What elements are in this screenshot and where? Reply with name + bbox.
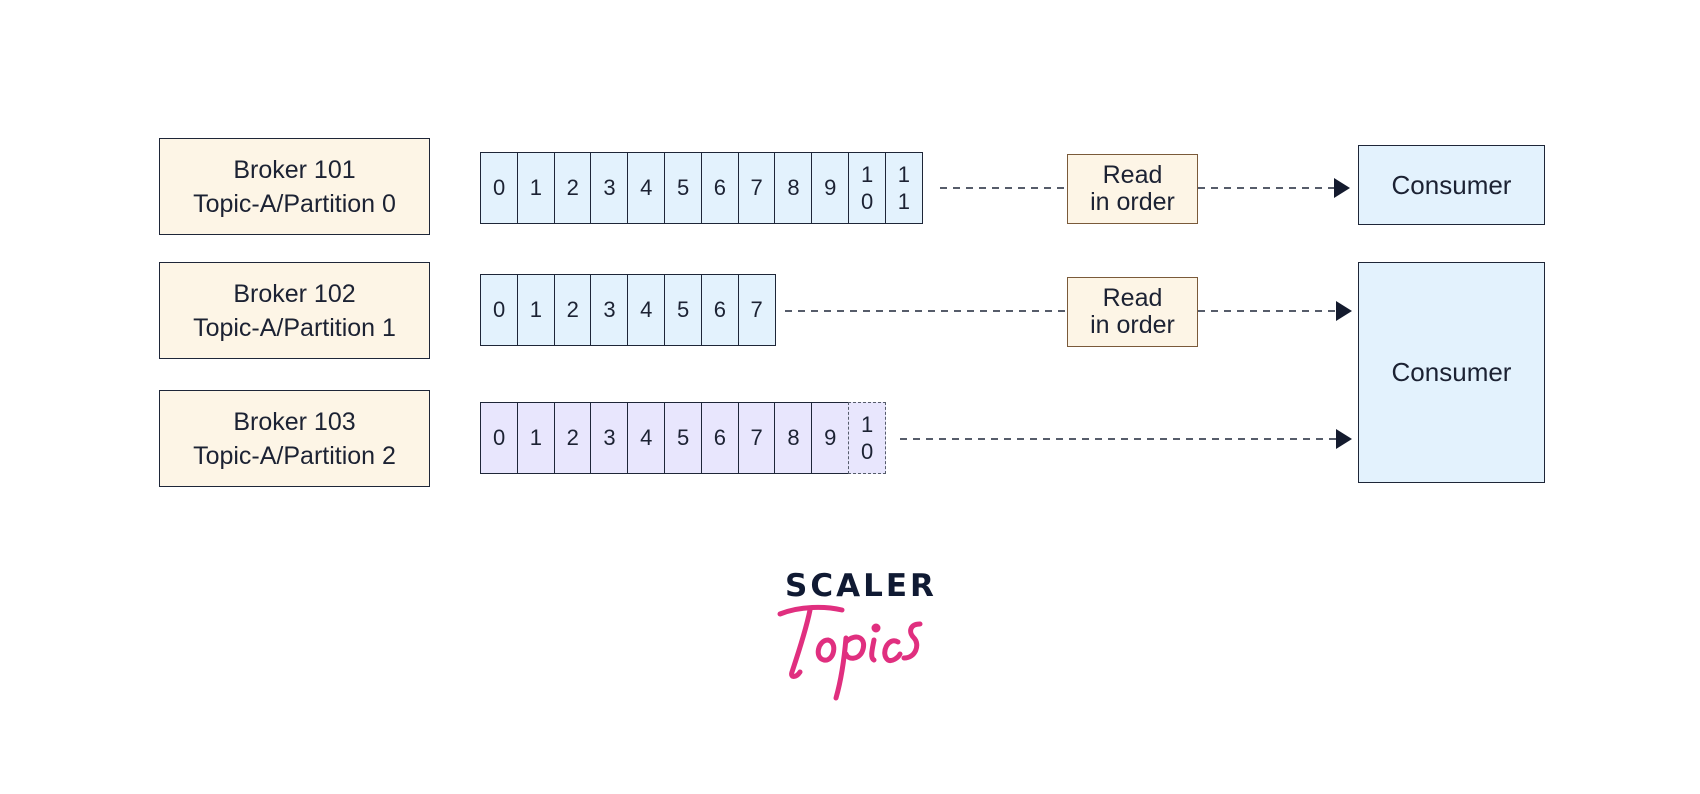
consumer-label: Consumer [1391, 357, 1512, 387]
offset-label: 5 [676, 175, 690, 200]
offset-label: 8 [787, 425, 800, 450]
partition-offset: 0 [480, 274, 519, 346]
offset-label: 1 [529, 297, 543, 322]
offset-label: 7 [750, 425, 763, 450]
broker-name: Broker 103 [233, 407, 356, 436]
broker-partition: Topic-A/Partition 1 [193, 313, 396, 342]
partition-offset: 4 [627, 152, 666, 224]
partition-offset: 9 [811, 402, 850, 474]
partition-offset: 0 [480, 152, 519, 224]
partition-offset: 5 [663, 274, 703, 346]
partition-offset: 2 [553, 152, 592, 224]
broker-partition: Topic-A/Partition 2 [193, 441, 396, 470]
offset-label: 7 [750, 297, 763, 322]
offset-label: 4 [640, 425, 653, 450]
partition-offset: 7 [737, 274, 776, 346]
offset-label: 2 [566, 297, 579, 322]
offset-label: 8 [787, 175, 800, 200]
offset-label: 5 [676, 425, 690, 450]
offset-label: 6 [713, 297, 726, 322]
partition-offset: 0 [480, 402, 519, 474]
offset-label: 1 [529, 425, 543, 450]
offset-label: 6 [713, 175, 726, 200]
offset-label: 0 [492, 175, 506, 200]
offset-label: 1 [529, 175, 543, 200]
arrowhead-3 [1336, 429, 1352, 449]
logo-scaler-text: SCALER [785, 568, 937, 604]
read-label-line1: Read [1102, 284, 1163, 312]
broker-name: Broker 101 [233, 155, 356, 184]
offset-label: 4 [640, 175, 653, 200]
offset-label: 4 [640, 297, 653, 322]
scaler-topics-logo: SCALER [770, 568, 934, 701]
offset-label: 7 [750, 175, 763, 200]
offset-label: 3 [603, 425, 616, 450]
offset-label: 3 [603, 175, 616, 200]
consumer-box-1: Consumer [1358, 145, 1545, 225]
offset-label: 5 [676, 297, 690, 322]
partition-offset: 6 [700, 152, 739, 224]
broker-name: Broker 102 [233, 279, 356, 308]
broker-box-101: Broker 101 Topic-A/Partition 0 [159, 138, 430, 235]
read-label-line2: in order [1090, 311, 1175, 339]
offset-label: 3 [603, 297, 616, 322]
offset-label: 0 [492, 297, 506, 322]
arrowhead-1 [1334, 178, 1350, 198]
partition-offset: 2 [553, 402, 592, 474]
offset-label: 2 [566, 175, 579, 200]
consumer-label: Consumer [1391, 169, 1512, 200]
read-label-line1: Read [1102, 161, 1163, 189]
partition-offset: 3 [590, 402, 629, 474]
offset-label: 9 [824, 175, 837, 200]
partition-offset: 7 [737, 402, 776, 474]
partition-offset: 6 [700, 402, 739, 474]
read-in-order-box-1: Read in order [1067, 154, 1198, 224]
logo-topics-script [777, 604, 923, 701]
partition-offset: 1 [516, 402, 555, 474]
offset-label: 0 [492, 425, 506, 450]
broker-box-102: Broker 102 Topic-A/Partition 1 [159, 262, 430, 359]
partition-offset: 3 [590, 274, 629, 346]
broker-partition: Topic-A/Partition 0 [193, 189, 396, 218]
offset-label: 9 [824, 425, 837, 450]
consumer-box-2: Consumer [1358, 262, 1545, 483]
broker-box-103: Broker 103 Topic-A/Partition 2 [159, 390, 430, 487]
partition-offset: 3 [590, 152, 629, 224]
offset-label: 6 [713, 425, 726, 450]
partition-offset: 5 [663, 402, 703, 474]
partition-offset: 5 [663, 152, 703, 224]
partition-offset: 8 [774, 152, 813, 224]
arrowhead-2 [1336, 301, 1352, 321]
partition-offset: 7 [737, 152, 776, 224]
partition-offset: 9 [811, 152, 850, 224]
offset-label: 2 [566, 425, 579, 450]
partition-offset: 2 [553, 274, 592, 346]
read-label-line2: in order [1090, 188, 1175, 216]
read-in-order-box-2: Read in order [1067, 277, 1198, 347]
partition-offset: 1 [516, 152, 555, 224]
